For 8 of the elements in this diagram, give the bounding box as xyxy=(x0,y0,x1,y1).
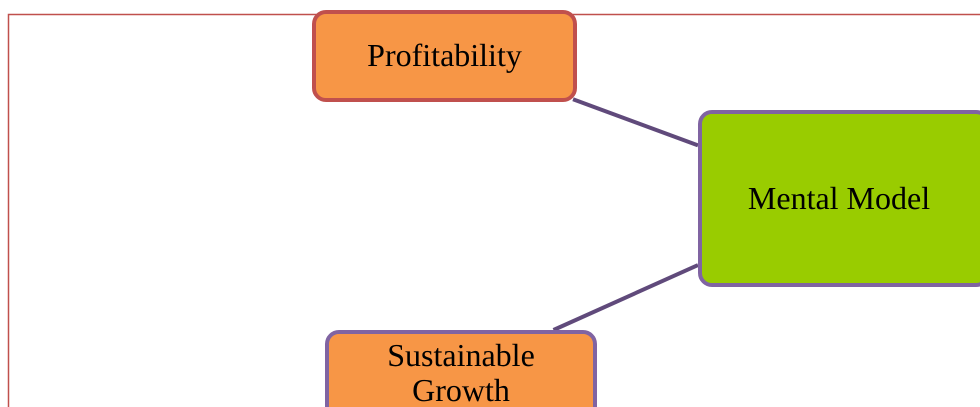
concept-box xyxy=(312,10,577,102)
concept-label: Sustainable Growth xyxy=(386,338,536,407)
central-concept-box xyxy=(698,110,980,287)
connector-line xyxy=(572,97,699,148)
concept-box xyxy=(325,330,597,407)
concept-label: Mental Model xyxy=(748,180,930,216)
connector-line xyxy=(552,263,699,332)
concept-label: Profitability xyxy=(367,38,522,74)
